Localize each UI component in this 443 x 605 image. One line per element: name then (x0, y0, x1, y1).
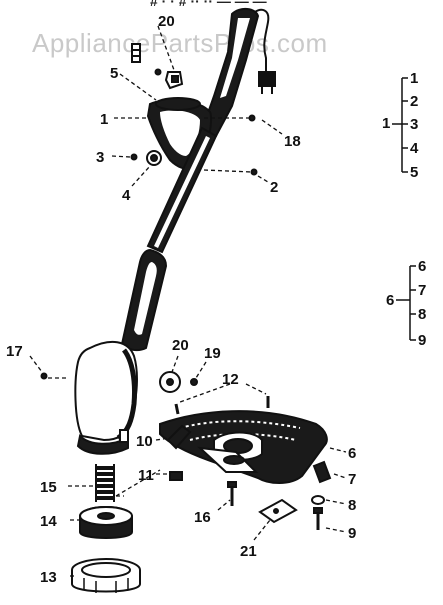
group-6-child-6: 6 (418, 258, 426, 275)
callout-3: 3 (96, 149, 104, 166)
group-6-child-8: 8 (418, 306, 426, 323)
header-fragment: # · · # ·· ·· — — — (150, 0, 267, 9)
group-6-child-9: 9 (418, 332, 426, 349)
callout-16: 16 (194, 509, 211, 526)
callout-14: 14 (40, 513, 57, 530)
shaft (146, 126, 218, 254)
callout-11: 11 (138, 467, 154, 484)
callout-20-lower: 20 (172, 337, 189, 354)
callout-7: 7 (348, 471, 356, 488)
callout-10: 10 (136, 433, 153, 450)
group-6-child-7: 7 (418, 282, 426, 299)
callout-2: 2 (270, 179, 278, 196)
spool-cap (71, 558, 141, 593)
callout-1: 1 (100, 111, 108, 128)
assembly-group-1: 1 1 2 3 4 5 (382, 70, 419, 181)
callout-9: 9 (348, 525, 356, 542)
group-1-child-3: 3 (410, 116, 418, 133)
group-6-parent: 6 (386, 292, 394, 309)
callouts: 1 2 3 4 5 6 7 8 9 10 11 12 13 14 15 16 1… (6, 13, 356, 586)
callout-15: 15 (40, 479, 57, 496)
callout-19: 19 (204, 345, 221, 362)
leader-lines (29, 25, 347, 577)
callout-4: 4 (122, 187, 131, 204)
motor-housing (74, 340, 138, 455)
callout-18: 18 (284, 133, 301, 150)
small-parts (40, 43, 332, 530)
callout-20-top: 20 (158, 13, 175, 30)
group-1-child-5: 5 (410, 164, 418, 181)
grip-sleeve (120, 248, 168, 352)
callout-21: 21 (240, 543, 257, 560)
spring (95, 464, 115, 502)
power-cord (251, 8, 276, 94)
group-1-parent: 1 (382, 115, 390, 132)
callout-12: 12 (222, 371, 239, 388)
callout-17: 17 (6, 343, 23, 360)
group-1-child-4: 4 (410, 140, 419, 157)
callout-8: 8 (348, 497, 356, 514)
assembly-group-6: 6 6 7 8 9 (386, 258, 426, 349)
callout-6: 6 (348, 445, 356, 462)
callout-13: 13 (40, 569, 57, 586)
callout-5: 5 (110, 65, 118, 82)
guard (159, 410, 328, 484)
trimmer-drawing (40, 8, 332, 593)
group-1-child-2: 2 (410, 93, 418, 110)
group-1-child-1: 1 (410, 70, 418, 87)
spool (79, 506, 133, 539)
watermark: AppliancePartsPros.com (32, 28, 328, 58)
